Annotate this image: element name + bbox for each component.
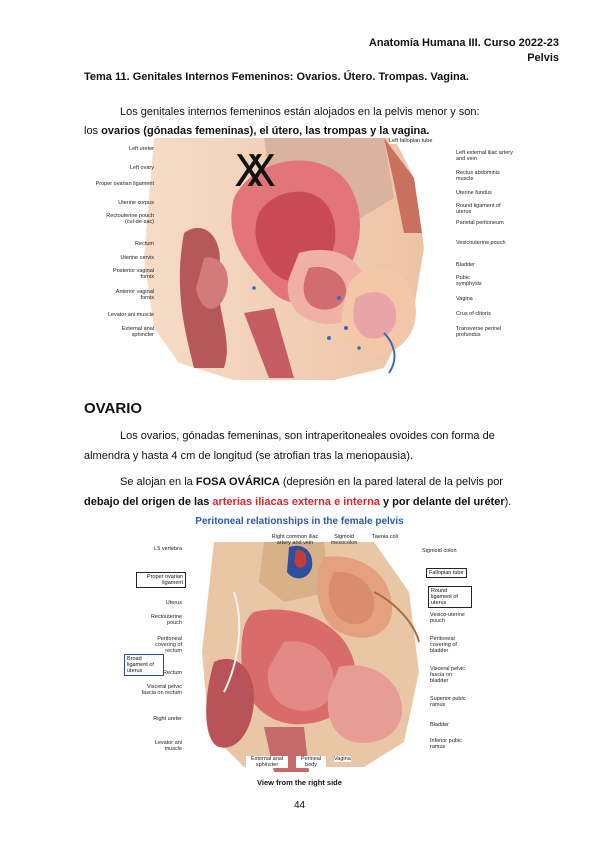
fig2-label: Bladder xyxy=(430,722,449,728)
page-number: 44 xyxy=(293,800,306,811)
fig2-label: Visceral pelvic fascia on rectum xyxy=(141,684,182,696)
fig1-label: Vesicouterine pouch xyxy=(456,240,506,246)
sagittal-illustration xyxy=(84,138,524,380)
iliac-arteries: arterias iliacas externa e interna xyxy=(212,496,380,508)
ovario-paragraph-2: Se alojan en la FOSA OVÁRICA (depresión … xyxy=(84,472,524,512)
section-subtitle: Pelvis xyxy=(527,52,559,64)
fig2-label: Right common iliac artery and vein xyxy=(271,534,319,546)
fig1-label: Left fallopian tube xyxy=(389,138,433,144)
fig2-label: Rectouterine pouch xyxy=(150,614,182,626)
fig1-label: External anal sphincter xyxy=(121,326,154,338)
fig1-label: Round ligament of uterus xyxy=(456,203,501,215)
p2-text: ). xyxy=(504,496,512,508)
fig1-label: Uterine corpus xyxy=(118,200,154,206)
fig2-label: Superior pubic ramus xyxy=(430,696,466,708)
fig2-label: Vagina xyxy=(334,756,351,762)
peritoneal-figure: L5 vertebra Right common iliac artery an… xyxy=(124,532,472,776)
p2-bold: y por delante del uréter xyxy=(379,496,505,508)
fig2-label: Rectum xyxy=(163,670,182,676)
fig2-boxed-label: Round ligament of uterus xyxy=(428,586,472,608)
p2-bold: debajo del origen de las xyxy=(84,496,213,508)
fig2-label: Sigmoid colon xyxy=(422,548,457,554)
fig2-label: Uterus xyxy=(165,600,182,606)
p2-text: Se alojan en la xyxy=(120,476,196,488)
cross-out-mark: XX xyxy=(234,146,277,197)
fig2-label: Peritoneal covering of bladder xyxy=(430,636,457,654)
fig1-label: Parietal peritoneum xyxy=(456,220,504,226)
fosa-ovarica: FOSA OVÁRICA xyxy=(195,476,280,488)
page-header: Anatomía Humana III. Curso 2022-23 Pelvi… xyxy=(369,36,559,66)
topic-title: Tema 11. Genitales Internos Femeninos: O… xyxy=(84,71,469,83)
fig1-label: Uterine cervix xyxy=(120,255,154,261)
fig1-label: Left ureter xyxy=(128,146,154,152)
fig1-label: Uterine fundus xyxy=(456,190,492,196)
intro-line-1: Los genitales internos femeninos están a… xyxy=(120,106,480,118)
fig1-label: Left ovary xyxy=(129,165,154,171)
fig2-label: External anal sphincter xyxy=(246,756,288,768)
fig2-boxed-label: Proper ovarian ligament xyxy=(136,572,186,588)
fig2-label: Levator ani muscle xyxy=(154,740,182,752)
fig2-label: Peritoneal covering of rectum xyxy=(155,636,182,654)
fig2-label: Sigmoid mesocolon xyxy=(330,534,358,546)
intro-pre: los xyxy=(84,125,102,137)
fig2-label: Vesico-uterine pouch xyxy=(430,612,465,624)
figure2-title: Peritoneal relationships in the female p… xyxy=(195,516,404,527)
fig1-label: Posterior vaginal fornix xyxy=(113,268,154,280)
intro-line-2: los ovarios (gónadas femeninas), el úter… xyxy=(84,121,524,141)
fig1-label: Rectus abdominis muscle xyxy=(456,170,500,182)
figure2-caption: View from the right side xyxy=(257,778,342,787)
peritoneal-illustration xyxy=(124,532,472,776)
fig2-boxed-label: Fallopian tube xyxy=(426,568,467,578)
fig2-label: Perineal body xyxy=(296,756,326,768)
section-heading-ovario: OVARIO xyxy=(84,400,143,417)
fig1-label: Anterior vaginal fornix xyxy=(115,289,154,301)
fig1-label: Bladder xyxy=(456,262,475,268)
fig1-label: Crus of clitoris xyxy=(456,311,491,317)
fig1-label: Rectouterine pouch (cul-de-sac) xyxy=(106,213,154,225)
course-title: Anatomía Humana III. Curso 2022-23 xyxy=(368,37,559,49)
fig1-label: Transverse perinel profundus xyxy=(456,326,502,338)
fig2-label: L5 vertebra xyxy=(154,546,182,552)
fig1-label: Left external iliac artery and vein xyxy=(456,150,513,162)
fig1-label: Levator ani muscle xyxy=(107,312,154,318)
sagittal-section-figure: XX Left ureter Left ovary Proper ovarian… xyxy=(84,138,524,380)
ovario-paragraph-1: Los ovarios, gónadas femeninas, son intr… xyxy=(84,430,495,462)
fig2-label: Right ureter xyxy=(153,716,182,722)
fig2-boxed-label-blue: Broad ligament of uterus xyxy=(124,654,164,676)
fig2-label: Visceral pelvic fascia on bladder xyxy=(430,666,466,684)
fig1-label: Vagina xyxy=(456,296,473,302)
fig2-label: Taenia coli xyxy=(372,534,398,540)
fig1-label: Rectum xyxy=(135,241,154,247)
fig1-label: Pubic symphysis xyxy=(456,275,482,287)
fig1-label: Proper ovarian ligament xyxy=(95,181,154,187)
fig2-label: Inferior pubic ramus xyxy=(430,738,462,750)
p2-text: (depresión en la pared lateral de la pel… xyxy=(279,476,503,488)
intro-organs: ovarios (gónadas femeninas), el útero, l… xyxy=(101,125,430,137)
